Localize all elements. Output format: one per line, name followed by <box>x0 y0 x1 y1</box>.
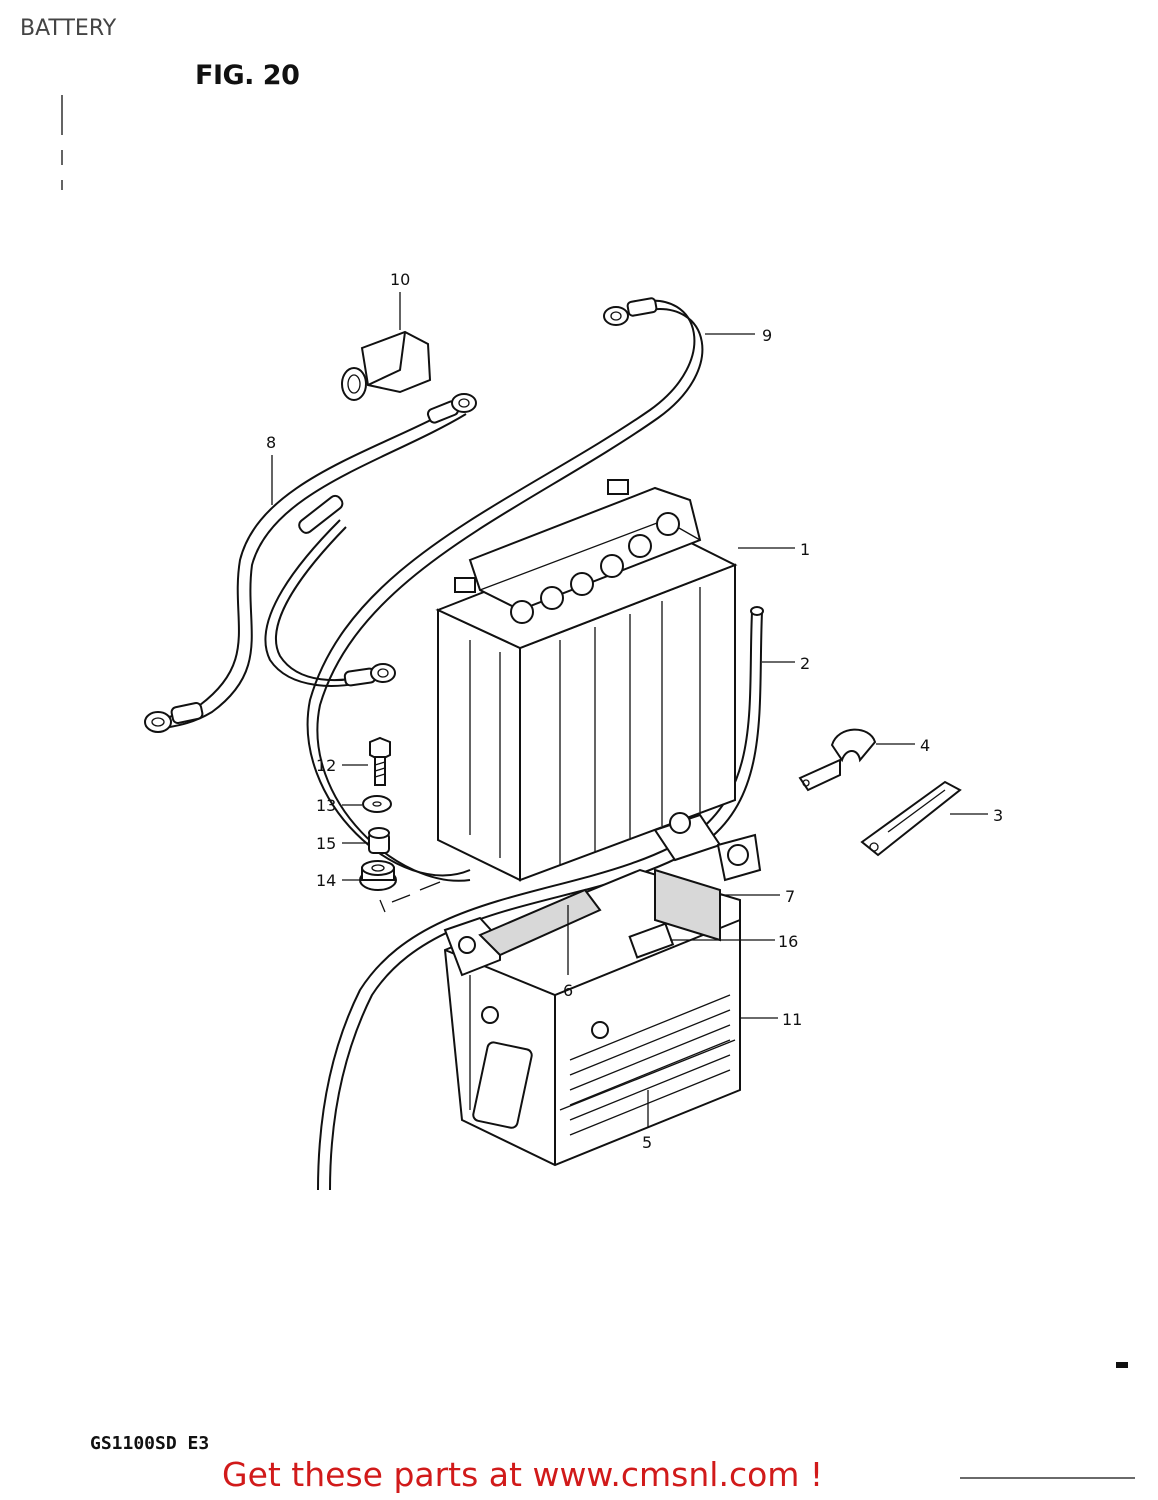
callout-11: 11 <box>782 1010 802 1029</box>
part-4-clamp <box>798 728 877 792</box>
figure-label: FIG. 20 <box>195 60 300 91</box>
callout-2: 2 <box>800 654 810 673</box>
callout-5: 5 <box>642 1133 652 1152</box>
part-1-battery <box>435 479 738 882</box>
callout-3: 3 <box>993 806 1003 825</box>
callout-16: 16 <box>778 932 798 951</box>
callout-6: 6 <box>563 981 573 1000</box>
part-6-pad <box>478 888 602 957</box>
callout-9: 9 <box>762 326 772 345</box>
part-13-washer <box>362 795 392 813</box>
callout-4: 4 <box>920 736 930 755</box>
scan-marks <box>61 95 1135 1479</box>
callout-7: 7 <box>785 887 795 906</box>
part-9-battery-cable <box>306 297 704 882</box>
part-15-collar <box>368 827 390 854</box>
part-16-spacer <box>628 922 675 959</box>
callout-10: 10 <box>390 270 410 289</box>
part-12-bolt <box>369 736 391 786</box>
callout-15: 15 <box>316 834 336 853</box>
get-parts-link[interactable]: Get these parts at www.cmsnl.com ! <box>222 1455 824 1494</box>
callout-14: 14 <box>316 871 336 890</box>
part-3-strap <box>860 780 962 857</box>
callout-13: 13 <box>316 796 336 815</box>
part-8-harness-lead <box>144 393 477 733</box>
leader-lines <box>271 292 988 1128</box>
callout-1: 1 <box>800 540 810 559</box>
part-10-terminal-cover <box>341 330 432 401</box>
callout-8: 8 <box>266 433 276 452</box>
model-code: GS1100SD E3 <box>90 1433 210 1454</box>
part-2-breather-hose <box>317 606 764 1191</box>
part-5-tray <box>559 1039 736 1111</box>
callout-12: 12 <box>316 756 336 775</box>
part-14-grommet <box>359 860 397 891</box>
page-title: BATTERY <box>20 16 117 41</box>
